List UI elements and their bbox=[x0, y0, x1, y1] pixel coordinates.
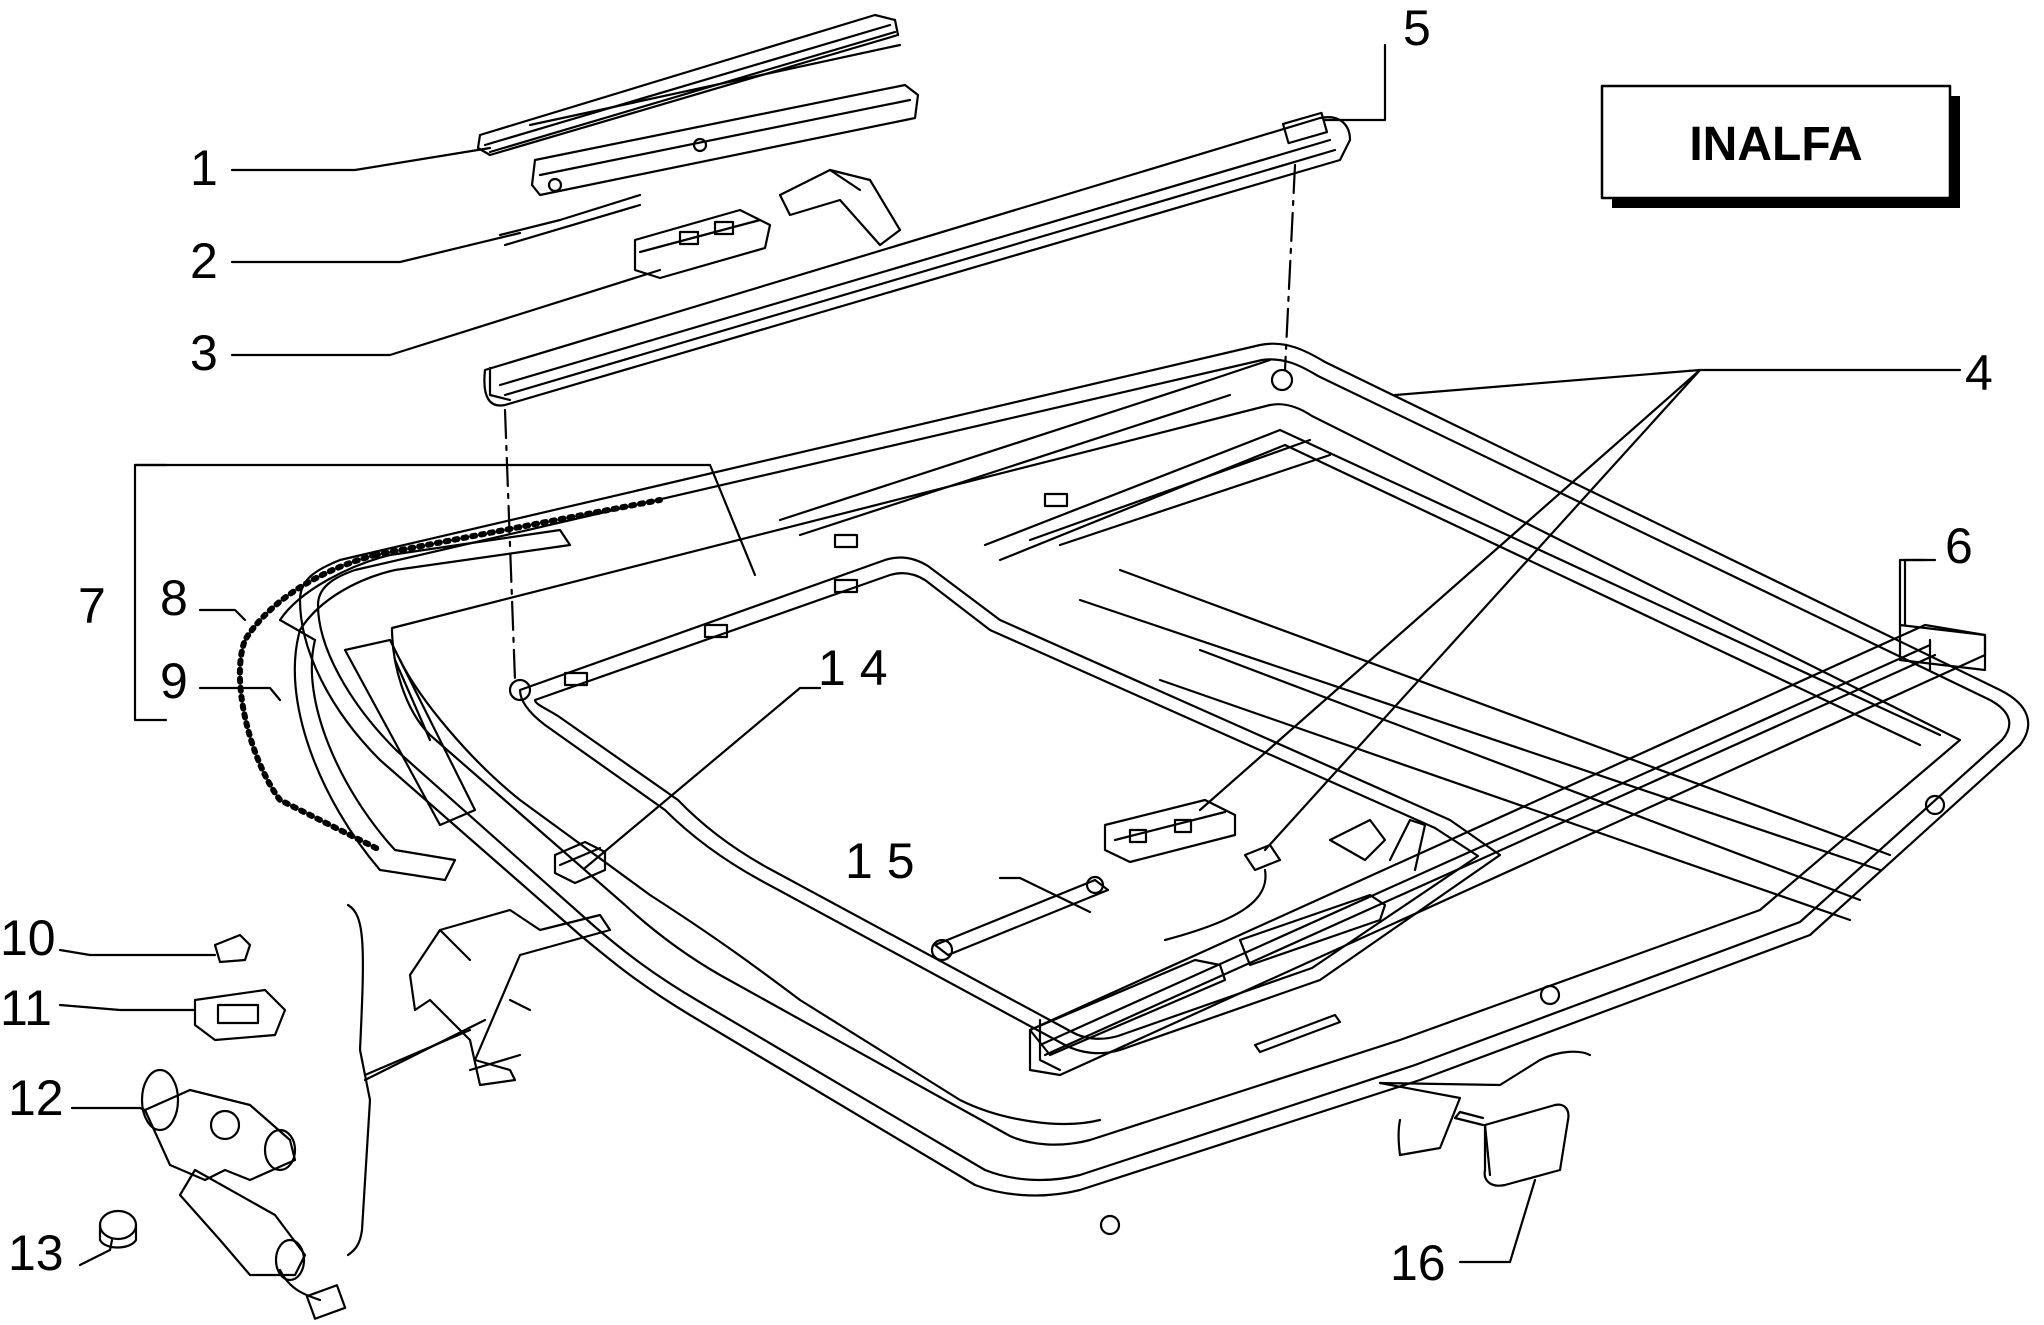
lever-arm bbox=[780, 170, 900, 245]
callout-7: 7 bbox=[78, 578, 106, 634]
callout-14: 1 4 bbox=[818, 640, 888, 696]
callout-6: 6 bbox=[1945, 518, 1973, 574]
callout-4: 4 bbox=[1965, 345, 1993, 401]
group-bracket-motor bbox=[346, 903, 487, 1257]
part-12-motor bbox=[142, 1070, 345, 1319]
callout-16: 16 bbox=[1390, 1235, 1446, 1291]
callout-1: 1 bbox=[190, 140, 218, 196]
leader-lines bbox=[58, 43, 1962, 1267]
callout-13: 13 bbox=[8, 1225, 64, 1281]
motor-bracket bbox=[410, 910, 610, 1085]
part-13-bush bbox=[100, 1211, 136, 1248]
group-bracket-7 bbox=[133, 463, 757, 722]
cable-guide-left bbox=[345, 640, 475, 825]
brand-label: INALFA bbox=[1689, 118, 1862, 171]
callout-labels: 1 2 3 4 5 6 7 8 9 10 11 12 13 1 4 1 5 16 bbox=[0, 0, 1993, 1291]
callout-2: 2 bbox=[190, 233, 218, 289]
part-11-frame bbox=[195, 990, 285, 1040]
lower-rail-mechanism bbox=[1030, 820, 1425, 1055]
callout-9: 9 bbox=[160, 653, 188, 709]
part-10-clip bbox=[215, 935, 250, 962]
guide-rail-right bbox=[1030, 625, 1985, 1075]
part-16-pad bbox=[1455, 1105, 1568, 1186]
callout-12: 12 bbox=[8, 1070, 64, 1126]
alignment-lines bbox=[503, 163, 1297, 682]
roof-frame bbox=[300, 344, 2028, 1234]
callout-5: 5 bbox=[1403, 0, 1431, 56]
part-14-bracket bbox=[555, 842, 605, 883]
callout-8: 8 bbox=[160, 570, 188, 626]
part-8-cable bbox=[240, 500, 660, 850]
part-2-slider bbox=[500, 85, 918, 245]
part-4-bracket bbox=[1105, 800, 1235, 862]
guide-rail-upper bbox=[484, 113, 1350, 406]
part-9-tube bbox=[280, 530, 570, 880]
part-3-carrier bbox=[635, 210, 770, 278]
callout-11: 11 bbox=[0, 980, 52, 1036]
callout-10: 10 bbox=[0, 910, 56, 966]
group-bracket-16 bbox=[1378, 1050, 1592, 1157]
callout-3: 3 bbox=[190, 325, 218, 381]
part-15-link bbox=[932, 877, 1108, 960]
callout-15: 1 5 bbox=[845, 833, 915, 889]
brand-box: INALFA bbox=[1600, 84, 1960, 208]
part-4-clip bbox=[1165, 845, 1280, 940]
part-1-rail bbox=[478, 15, 900, 155]
